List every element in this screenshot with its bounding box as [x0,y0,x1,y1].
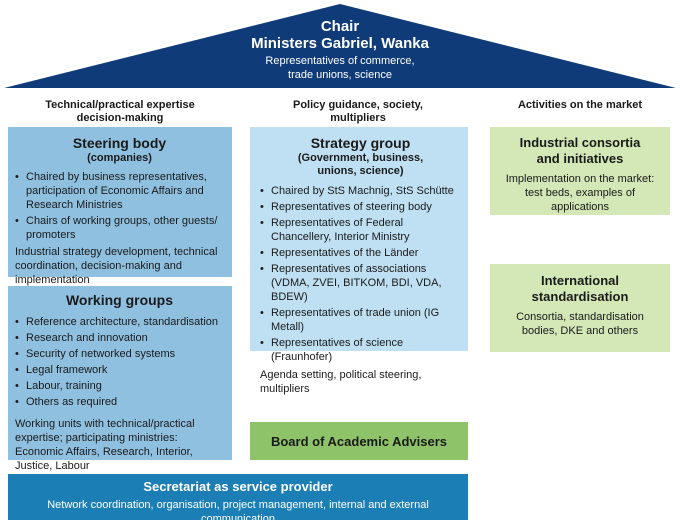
list-item: Reference architecture, standardisation [15,315,224,329]
steering-body-title: Steering body [72,135,167,151]
international-standardisation-title-line2: standardisation [531,289,629,304]
list-item: Representatives of trade union (IG Metal… [260,306,461,334]
international-standardisation-note-line1: Consortia, standardisation [516,311,644,323]
list-item: Others as required [15,395,224,409]
strategy-group-box: Strategy group (Government, business, un… [250,127,468,395]
steering-body-box: Steering body (companies) Chaired by bus… [8,127,232,286]
list-item: Chaired by StS Machnig, StS Schütte [260,184,461,198]
column-heading-middle-line2: multipliers [330,112,386,124]
working-groups-box: Working groups Reference architecture, s… [8,286,232,472]
list-item: Representatives of the Länder [260,246,461,260]
international-standardisation-title-line1: International [540,273,619,288]
list-item: Representatives of Federal Chancellery, … [260,216,461,244]
secretariat-box: Secretariat as service provider Network … [8,474,468,525]
strategy-group-subtitle-line1: (Government, business, [297,152,424,164]
working-groups-note: Working units with technical/practical e… [15,418,195,472]
strategy-group-subtitle-line2: unions, science) [317,165,404,177]
list-item: Representatives of associations (VDMA, Z… [260,262,461,304]
industrial-consortia-title-line1: Industrial consortia [519,135,641,150]
roof-triangle [4,4,676,88]
steering-body-list: Chaired by business representatives, par… [15,170,224,242]
international-standardisation-note-line2: bodies, DKE and others [521,325,639,337]
list-item: Legal framework [15,363,224,377]
steering-body-note: Industrial strategy development, technic… [15,246,218,286]
list-item: Representatives of science (Fraunhofer) [260,336,461,364]
strategy-group-title: Strategy group [310,135,411,151]
international-standardisation-box: International standardisation Consortia,… [490,264,670,352]
list-item: Chaired by business representatives, par… [15,170,224,212]
secretariat-title: Secretariat as service provider [143,479,333,494]
strategy-group-list: Chaired by StS Machnig, StS Schütte Repr… [260,184,461,364]
column-heading-middle-line1: Policy guidance, society, [292,99,423,111]
industrial-consortia-note: Implementation on the market: test beds,… [505,173,655,213]
industrial-consortia-box: Industrial consortia and initiatives Imp… [490,127,670,215]
secretariat-note: Network coordination, organisation, proj… [47,499,429,525]
list-item: Representatives of steering body [260,200,461,214]
column-heading-right: Activities on the market [517,99,643,111]
academic-advisers-box: Board of Academic Advisers [250,422,468,460]
roof-representatives-line2: trade unions, science [288,69,392,81]
working-groups-title: Working groups [65,292,174,308]
academic-advisers-title: Board of Academic Advisers [270,433,448,449]
column-heading-middle: Policy guidance, society, multipliers [258,99,458,125]
column-heading-left: Technical/practical expertise decision-m… [20,99,220,125]
strategy-group-note: Agenda setting, political steering, mult… [260,369,422,395]
column-heading-left-line1: Technical/practical expertise [45,99,195,111]
steering-body-subtitle: (companies) [87,152,152,164]
ministers-label: Ministers Gabriel, Wanka [251,35,429,52]
list-item: Chairs of working groups, other guests/ … [15,214,224,242]
roof-representatives-line1: Representatives of commerce, [265,55,415,67]
industrial-consortia-title-line2: and initiatives [536,151,624,166]
list-item: Security of networked systems [15,347,224,361]
list-item: Research and innovation [15,331,224,345]
working-groups-list: Reference architecture, standardisation … [15,315,224,409]
roof-text: Chair Ministers Gabriel, Wanka Represent… [190,18,490,82]
column-heading-left-line2: decision-making [76,112,164,124]
list-item: Labour, training [15,379,224,393]
chair-label: Chair [320,18,360,35]
